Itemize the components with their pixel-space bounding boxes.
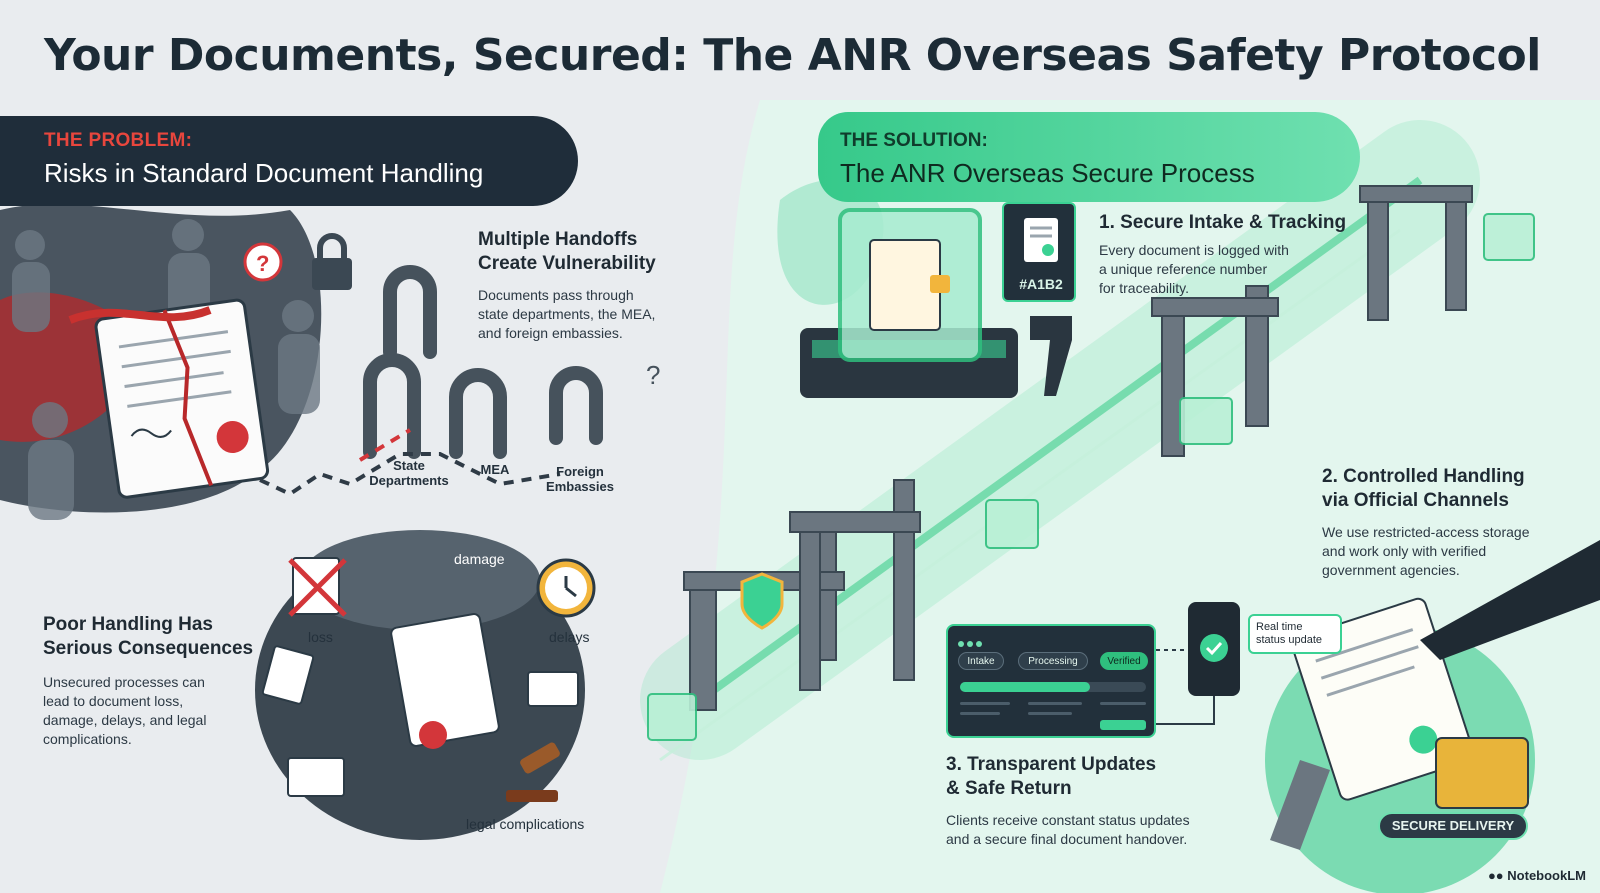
panel-action-button [1100,720,1146,730]
step1-body-1: Every document is logged with [1099,242,1289,258]
consequences-title-1: Poor Handling Has [43,614,213,635]
consequences-body-3: damage, delays, and legal [43,712,207,728]
step2-body-2: and work only with verified [1322,543,1487,559]
progress-bar-fill [960,682,1091,692]
reference-code: #A1B2 [1019,276,1063,292]
step3-title-2: & Safe Return [946,778,1072,799]
step3-body-2: and a secure final document handover. [946,831,1188,847]
handoffs-body-1: Documents pass through [478,287,634,303]
step3-body-1: Clients receive constant status updates [946,812,1190,828]
step1-block: 1. Secure Intake & Tracking Every docume… [1099,211,1379,298]
handoffs-title-2: Create Vulnerability [478,253,656,274]
consequences-body-4: complications. [43,731,132,747]
gate-label-state: State Departments [364,458,454,488]
page-title: Your Documents, Secured: The ANR Oversea… [44,30,1541,81]
stage-processing: Processing [1018,652,1088,670]
gate-label-foreign-1: Foreign [556,464,604,479]
step1-body-3: for traceability. [1099,280,1189,296]
risk-label-damage: damage [454,551,505,567]
problem-banner: THE PROBLEM: Risks in Standard Document … [0,116,578,206]
solution-kicker: THE SOLUTION: [840,130,988,151]
stage-verified: Verified [1100,652,1148,670]
gate-label-state-1: State [393,458,425,473]
consequences-body-2: lead to document loss, [43,693,184,709]
step2-body-3: government agencies. [1322,562,1460,578]
consequences-body-1: Unsecured processes can [43,674,205,690]
status-update-bubble: Real time status update [1248,614,1342,654]
handoffs-title-1: Multiple Handoffs [478,229,638,250]
consequences-block: Poor Handling Has Serious Consequences U… [43,613,273,749]
step2-title-2: via Official Channels [1322,490,1509,511]
risk-label-delays: delays [549,629,590,645]
step2-title-1: 2. Controlled Handling [1322,466,1525,487]
step2-block: 2. Controlled Handling via Official Chan… [1322,465,1582,580]
problem-heading: Risks in Standard Document Handling [44,158,484,188]
bubble-line-1: Real time [1256,621,1303,633]
svg-text:?: ? [256,251,269,276]
gate-label-foreign-2: Embassies [546,479,614,494]
stage-intake: Intake [958,652,1004,670]
step1-title: 1. Secure Intake & Tracking [1099,212,1347,233]
gate-label-foreign: Foreign Embassies [540,464,620,494]
gate-label-mea: MEA [480,462,510,477]
document-certificate-icon [1024,218,1058,262]
handoffs-block: Multiple Handoffs Create Vulnerability D… [478,228,698,343]
consequences-title-2: Serious Consequences [43,638,254,659]
secure-delivery-badge: SECURE DELIVERY [1378,812,1528,840]
risk-label-loss: loss [308,629,333,645]
status-tracker-panel: Intake Processing Verified [946,624,1156,738]
step3-block: 3. Transparent Updates & Safe Return Cli… [946,753,1276,849]
footer-brand-label: NotebookLM [1507,868,1586,883]
notebooklm-icon: ●● [1487,868,1508,883]
step2-body-1: We use restricted-access storage [1322,524,1530,540]
handoffs-body-3: and foreign embassies. [478,325,623,341]
progress-bar [960,682,1146,692]
problem-kicker: THE PROBLEM: [44,130,193,151]
footer-brand: ●● NotebookLM [1488,868,1586,883]
svg-text:?: ? [646,360,660,390]
solution-banner: THE SOLUTION: The ANR Overseas Secure Pr… [818,112,1360,202]
gate-label-state-2: Departments [369,473,449,488]
window-dots [958,634,985,652]
handoffs-body-2: state departments, the MEA, [478,306,656,322]
bubble-line-2: status update [1256,634,1323,646]
solution-heading: The ANR Overseas Secure Process [840,158,1255,188]
step3-title-1: 3. Transparent Updates [946,754,1157,775]
step1-body-2: a unique reference number [1099,261,1268,277]
risk-label-legal: legal complications [466,816,585,832]
reference-tag: #A1B2 [1002,202,1076,302]
